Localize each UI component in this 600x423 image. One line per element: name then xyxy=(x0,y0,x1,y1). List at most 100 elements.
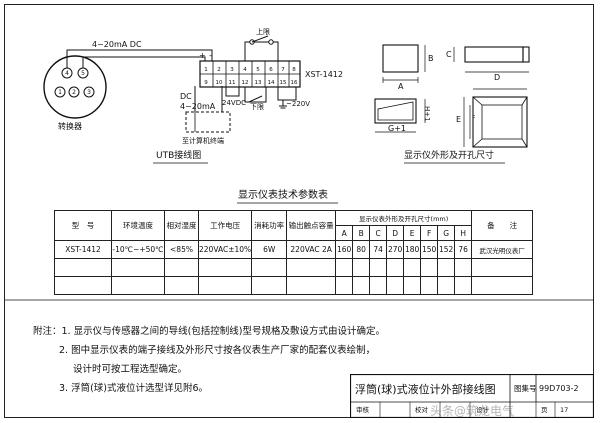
design-label: 设计 xyxy=(476,406,489,414)
dc-label: DC xyxy=(180,92,192,101)
svg-text:3: 3 xyxy=(87,89,91,96)
drawing-title: 浮筒(球)式液位计外部接线图 xyxy=(355,383,496,396)
computer-terminal-label: 至计算机终端 xyxy=(182,137,224,145)
header-dims-group: 显示仪表外形及开孔尺寸(mm) xyxy=(335,210,473,226)
svg-text:1: 1 xyxy=(58,89,62,96)
cell-dim: 152 xyxy=(437,240,456,259)
svg-text:1: 1 xyxy=(204,67,208,73)
notes-prefix: 附注： xyxy=(33,326,62,337)
cell-dim: 74 xyxy=(369,240,388,259)
note-item: 设计时可按工程选型确定。 xyxy=(73,364,188,375)
computer-terminal-box xyxy=(185,111,231,133)
lower-limit-label: 下限 xyxy=(250,103,264,111)
minus-sign: - xyxy=(209,51,212,60)
header-model: 型 号 xyxy=(54,210,112,241)
svg-text:14: 14 xyxy=(268,80,275,86)
table-row-empty xyxy=(54,276,534,295)
dim-col-header: F xyxy=(420,225,439,241)
dc24-label: 24VDC xyxy=(222,99,246,107)
cell-dim: 150 xyxy=(420,240,439,259)
converter-terminals xyxy=(54,67,95,98)
page-label: 页 xyxy=(541,406,548,414)
svg-text:3: 3 xyxy=(230,67,234,73)
dim-label-c: C xyxy=(446,50,452,59)
cell-env-temp: -10℃~+50℃ xyxy=(111,240,165,259)
dim-label-b: B xyxy=(428,54,434,63)
dim-label-f: F xyxy=(472,115,476,122)
dim-label-g1: G+1 xyxy=(388,124,406,133)
cell-dim: 160 xyxy=(335,240,354,259)
table-title: 显示仪表技术参数表 xyxy=(238,190,328,201)
svg-text:12: 12 xyxy=(242,80,249,86)
table-row: XST-1412 -10℃~+50℃ <85% 220VAC±10% 6W 22… xyxy=(54,240,534,259)
dim-col-header: A xyxy=(335,225,354,241)
dims-caption: 显示仪外形及开孔尺寸 xyxy=(404,151,495,161)
dim-label-d: D xyxy=(494,73,501,82)
atlas-label: 图集号 xyxy=(514,384,537,393)
upper-limit-label: 上限 xyxy=(256,28,270,36)
utb-caption: UTB接线图 xyxy=(156,151,202,161)
plus-sign: + xyxy=(199,51,206,60)
dim-col-header: B xyxy=(352,225,371,241)
svg-text:9: 9 xyxy=(204,80,208,86)
svg-text:4: 4 xyxy=(65,70,69,77)
svg-text:8: 8 xyxy=(292,67,296,73)
dc-range-label: 4~20mA xyxy=(180,102,216,111)
header-env-temp: 环境温度 xyxy=(111,210,165,241)
svg-text:2: 2 xyxy=(72,89,76,96)
header-humidity: 相对湿度 xyxy=(164,210,199,241)
check-label: 校对 xyxy=(415,406,428,414)
cell-remarks: 武汉光明仪表厂 xyxy=(471,240,534,259)
header-contact: 输出触点容量 xyxy=(286,210,337,241)
dim-label-h1: H+1 xyxy=(423,106,431,122)
svg-text:2: 2 xyxy=(217,67,221,73)
cell-dim: 76 xyxy=(454,240,473,259)
review-label: 审核 xyxy=(356,406,369,414)
cell-dim: 270 xyxy=(386,240,405,259)
cell-power: 6W xyxy=(251,240,288,259)
header-power: 消耗功率 xyxy=(251,210,288,241)
cell-voltage: 220VAC±10% xyxy=(197,240,253,259)
svg-text:4: 4 xyxy=(243,67,247,73)
svg-text:10: 10 xyxy=(216,80,223,86)
svg-text:11: 11 xyxy=(229,80,236,86)
parameter-table: 型 号 环境温度 相对湿度 工作电压 消耗功率 输出触点容量 显示仪表外形及开孔… xyxy=(54,210,534,295)
header-remarks: 备 注 xyxy=(471,210,534,241)
model-label: XST-1412 xyxy=(305,70,343,79)
svg-text:5: 5 xyxy=(81,70,85,77)
converter-circle xyxy=(43,55,107,119)
svg-text:7: 7 xyxy=(281,67,285,73)
dim-col-header: G xyxy=(437,225,456,241)
dim-col-header: D xyxy=(386,225,405,241)
svg-text:15: 15 xyxy=(280,80,287,86)
signal-label: 4~20mA DC xyxy=(92,40,142,49)
ac220-label: ~220V xyxy=(286,100,311,108)
outline-dimension-drawings xyxy=(374,44,530,148)
dim-col-header: H xyxy=(454,225,473,241)
svg-text:6: 6 xyxy=(269,67,273,73)
note-item: 附注：1. 显示仪与传感器之间的导线(包括控制线)型号规格及敷设方式由设计确定。 xyxy=(33,326,386,337)
cell-contact: 220VAC 2A xyxy=(286,240,337,259)
title-block-grid xyxy=(350,374,594,418)
page-number: 17 xyxy=(560,406,569,414)
watermark: 头条@筑龙电气 xyxy=(430,404,515,418)
dim-col-header: E xyxy=(403,225,422,241)
note-item: 2. 图中显示仪表的端子接线及外形尺寸按各仪表生产厂家的配套仪表绘制， xyxy=(59,345,376,356)
converter-label: 转换器 xyxy=(58,122,82,131)
dim-col-header: C xyxy=(369,225,388,241)
svg-text:16: 16 xyxy=(291,80,298,86)
cell-dim: 80 xyxy=(352,240,371,259)
dim-label-a: A xyxy=(398,82,404,91)
note-item: 3. 浮筒(球)式液位计选型详见附6。 xyxy=(59,383,209,394)
notes-block: 附注：1. 显示仪与传感器之间的导线(包括控制线)型号规格及敷设方式由设计确定。… xyxy=(33,322,385,398)
dim-label-e: E xyxy=(456,115,462,124)
table-row-empty xyxy=(54,258,534,277)
drawing-frame xyxy=(4,4,594,418)
svg-text:13: 13 xyxy=(255,80,262,86)
cell-dim: 180 xyxy=(403,240,422,259)
cell-humidity: <85% xyxy=(164,240,199,259)
cell-model: XST-1412 xyxy=(54,240,112,259)
atlas-number: 99D703-2 xyxy=(539,384,579,393)
svg-text:5: 5 xyxy=(256,67,260,73)
